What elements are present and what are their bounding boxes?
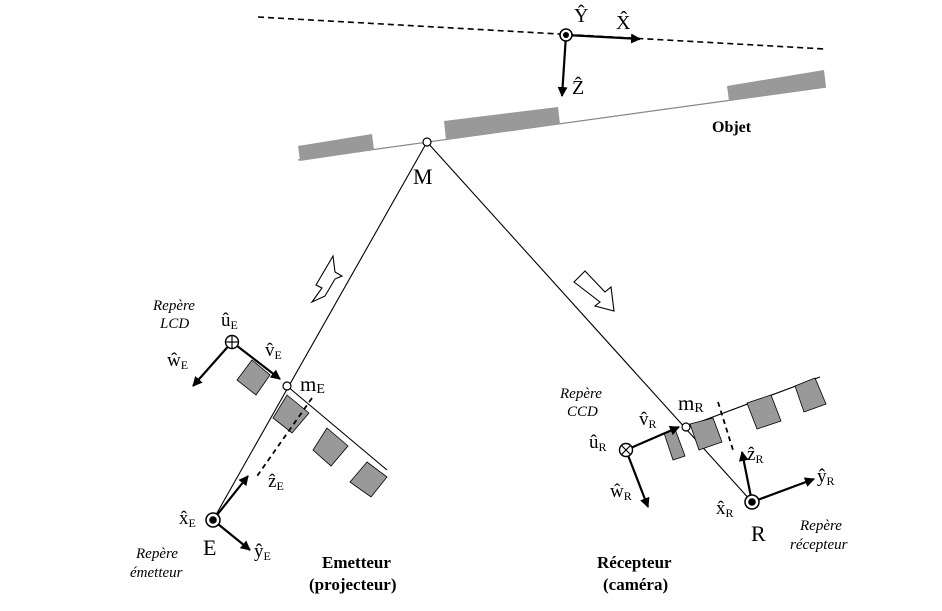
object-surface <box>297 70 827 161</box>
receiver-title-line2: (caméra) <box>603 575 668 594</box>
receiver-title-line1: Récepteur <box>597 553 672 572</box>
emitter-frame-label-line1: Repère <box>135 546 178 562</box>
receiver-frame-label-line1: Repère <box>799 518 842 534</box>
lcd-frame: ûE v̂E ŵE <box>167 310 282 387</box>
receiver-x-axis-label: x̂R <box>716 498 734 520</box>
ccd-frame: ûR v̂R ŵR <box>589 409 680 508</box>
object-label: Objet <box>712 119 752 136</box>
lcd-plane-line <box>286 385 388 471</box>
ccd-v-axis-label: v̂R <box>639 409 657 431</box>
emitter-y-axis-label: ŷE <box>254 541 271 563</box>
emitter-z-axis-arrow <box>212 475 249 521</box>
object-x-axis-arrow <box>565 33 641 44</box>
emitter-frame-label-line2: émetteur <box>130 565 183 581</box>
object-block <box>727 70 826 101</box>
object-x-axis-label: X̂ <box>616 10 631 34</box>
lcd-v-axis-label: v̂E <box>265 340 282 362</box>
lcd-u-axis-label: ûE <box>221 310 238 332</box>
receiver-z-axis-label: ẑR <box>747 444 763 466</box>
receiver-frame: x̂R ŷR ẑR <box>716 444 835 520</box>
emitter-frame: x̂E ŷE ẑE <box>179 471 284 563</box>
ccd-frame-label-line1: Repère <box>559 386 602 402</box>
ccd-pixel <box>689 417 723 451</box>
lcd-v-axis-arrow <box>231 341 281 380</box>
dot-symbol <box>209 516 217 524</box>
receiver-z-axis-arrow <box>738 451 754 503</box>
ccd-image-point-label: mR <box>678 391 704 416</box>
lcd-pixel <box>236 359 271 396</box>
lcd-frame-label-line1: Repère <box>152 298 195 314</box>
ccd-frame-label-line2: CCD <box>567 404 598 420</box>
point-M-marker <box>422 137 432 147</box>
dot-symbol <box>563 32 569 38</box>
lcd-w-axis-label: ŵE <box>167 350 188 372</box>
point-M-label: M <box>413 164 433 189</box>
ccd-u-axis-label: ûR <box>589 432 607 454</box>
object-y-axis-label: Ŷ <box>574 4 588 27</box>
lcd-pixel <box>349 461 388 498</box>
emitter-lcd-panel <box>236 359 388 498</box>
lcd-frame-label-line2: LCD <box>159 316 189 332</box>
receiver-origin-label: R <box>751 521 766 546</box>
receiver-y-axis-arrow <box>751 477 815 504</box>
ccd-pixel <box>663 428 686 461</box>
lcd-pixel <box>312 427 349 467</box>
object-block <box>298 134 374 161</box>
ccd-w-axis-label: ŵR <box>610 481 632 503</box>
lcd-image-point-label: mE <box>300 372 325 397</box>
emitter-z-axis-label: ẑE <box>268 471 284 493</box>
lcd-image-point-marker <box>282 381 292 391</box>
ccd-pixel <box>746 394 782 430</box>
object-z-axis-arrow <box>557 34 568 97</box>
lcd-pixel <box>272 394 310 434</box>
lcd-w-axis-arrow <box>192 341 233 387</box>
emitter-title-line1: Emetteur <box>322 553 391 572</box>
emitter-title-line2: (projecteur) <box>309 575 396 594</box>
receiver-frame-label-line2: récepteur <box>790 537 848 553</box>
cross-symbol <box>621 445 631 455</box>
ccd-v-axis-arrow <box>625 425 680 452</box>
object-block <box>444 107 560 140</box>
emitter-optical-axis-dashed <box>254 397 313 480</box>
incoming-light-direction-arrow <box>573 270 615 312</box>
ccd-image-point-marker <box>681 422 691 432</box>
dot-symbol <box>748 498 756 506</box>
emitter-x-axis-label: x̂E <box>179 508 196 530</box>
object-z-axis-label: Ẑ <box>572 76 584 99</box>
object-frame: Ŷ X̂ Ẑ <box>557 4 641 99</box>
emitter-y-axis-arrow <box>212 519 251 551</box>
emitter-ray <box>212 141 428 521</box>
ccd-pixel <box>794 377 827 413</box>
object-reference-dashed-line <box>257 16 826 50</box>
receiver-ccd-panel <box>663 376 827 461</box>
ccd-w-axis-arrow <box>624 449 650 508</box>
emitter-origin-label: E <box>203 535 216 560</box>
outgoing-light-direction-arrow <box>310 254 344 304</box>
receiver-y-axis-label: ŷR <box>817 466 835 488</box>
